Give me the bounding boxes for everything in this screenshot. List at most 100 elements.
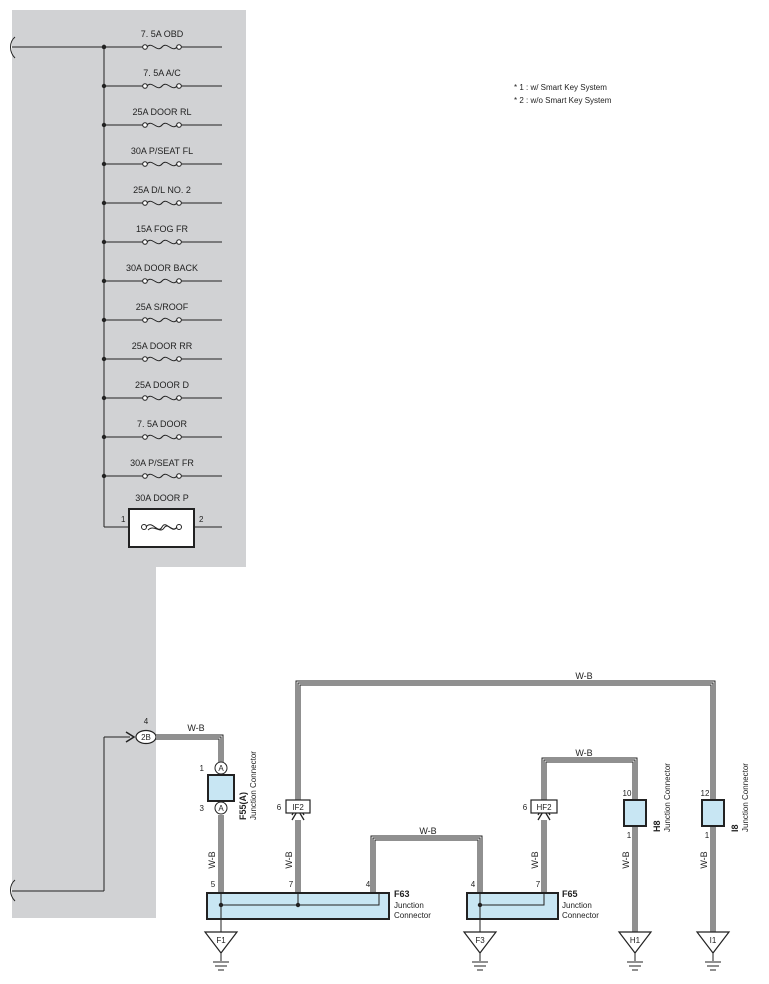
- f55-name: F55(A): [238, 792, 248, 820]
- f65-desc-2: Connector: [562, 911, 599, 920]
- note-no-smart-key: * 2 : w/o Smart Key System: [514, 96, 612, 105]
- wire-label-if2: W-B: [284, 851, 294, 868]
- f65-pin-7: 7: [536, 880, 541, 889]
- connector-i8: 12 1 I8 Junction Connector: [701, 763, 750, 840]
- wire-harness: [156, 680, 716, 935]
- i8-name: I8: [730, 824, 740, 832]
- fuse-label: 25A DOOR D: [135, 380, 190, 390]
- ground-i1-label: I1: [710, 936, 717, 945]
- ground-f3: F3: [462, 919, 498, 971]
- fuse-icon: [146, 122, 178, 128]
- f63-name: F63: [394, 889, 410, 899]
- h8-name: H8: [652, 820, 662, 832]
- wire-label-f55: W-B: [207, 851, 217, 868]
- ground-i1: I1: [695, 931, 731, 971]
- fuse-icon: [146, 395, 178, 401]
- fuse-list: 7. 5A OBD 7. 5A A/C 25A DOOR RL 30A P/SEAT …: [101, 29, 222, 480]
- connector-f55: A A 1 3 F55(A) Junction Connector: [200, 751, 258, 820]
- f65-name: F65: [562, 889, 578, 899]
- fuse-label: 7. 5A A/C: [143, 68, 181, 78]
- fuse-icon: [146, 317, 178, 323]
- fuse-label: 30A P/SEAT FR: [130, 458, 194, 468]
- fuse-icon: [146, 161, 178, 167]
- fuse-icon: [146, 200, 178, 206]
- wire-label-i8: W-B: [699, 851, 709, 868]
- fuse-label: 15A FOG FR: [136, 224, 189, 234]
- fuse-row: 25A DOOR RR: [101, 341, 222, 363]
- wire-label-hf2: W-B: [530, 851, 540, 868]
- connector-arrow-icon: [125, 731, 136, 743]
- wire-break-bottom: [10, 879, 16, 902]
- fuse-row: 30A P/SEAT FR: [101, 458, 222, 480]
- breaker-pin-in: 1: [121, 515, 126, 524]
- fuse-row: 7. 5A A/C: [101, 68, 222, 90]
- wire-label-top: W-B: [575, 671, 592, 681]
- f63-desc-1: Junction: [394, 901, 424, 910]
- fuse-label: 25A D/L NO. 2: [133, 185, 191, 195]
- ground-f3-icon: [462, 931, 498, 954]
- fuse-label: 25A DOOR RL: [132, 107, 191, 117]
- fuse-row: 25A DOOR D: [101, 380, 222, 402]
- fuse-icon: [146, 473, 178, 479]
- f63-pin-5: 5: [211, 880, 216, 889]
- wire-label-f63-f65: W-B: [419, 826, 436, 836]
- connector-2b-pin: 4: [144, 717, 149, 726]
- h8-desc: Junction Connector: [663, 763, 672, 832]
- f55-desc: Junction Connector: [249, 751, 258, 820]
- fuse-row: 30A DOOR BACK: [101, 263, 222, 285]
- fuse-label: 7. 5A DOOR: [137, 419, 188, 429]
- i8-pin-bottom: 1: [705, 831, 710, 840]
- connector-hf2: HF2 6: [523, 799, 558, 821]
- h8-pin-bottom: 1: [627, 831, 632, 840]
- fuse-row: 7. 5A DOOR: [101, 419, 222, 441]
- fuse-icon: [146, 278, 178, 284]
- fuse-icon: [146, 434, 178, 440]
- fuse-row: 25A D/L NO. 2: [101, 185, 222, 207]
- junction-block-panel: [12, 10, 246, 918]
- h8-pin-top: 10: [623, 789, 632, 798]
- ground-f1-icon: [203, 931, 239, 954]
- f55-pin-top: 1: [200, 764, 205, 773]
- fuse-label: 7. 5A OBD: [141, 29, 184, 39]
- f63-desc-2: Connector: [394, 911, 431, 920]
- f65-pin-4: 4: [471, 880, 476, 889]
- fuse-icon: [146, 239, 178, 245]
- ground-i1-icon: [695, 931, 731, 954]
- connector-if2: IF2 6: [277, 799, 311, 821]
- f55-letter-top: A: [218, 764, 224, 773]
- fuse-row: 30A P/SEAT FL: [101, 146, 222, 168]
- wire-label-2b: W-B: [187, 723, 204, 733]
- f55-pin-bottom: 3: [200, 804, 205, 813]
- ground-f1-label: F1: [216, 936, 226, 945]
- connector-f63: 5 7 4 F63 Junction Connector: [206, 880, 431, 920]
- f55-letter-bottom: A: [218, 804, 224, 813]
- f63-pin-7: 7: [289, 880, 294, 889]
- breaker-label: 30A DOOR P: [135, 493, 189, 503]
- ground-f1: F1: [203, 919, 239, 971]
- wire-label-hf2-h8: W-B: [575, 748, 592, 758]
- fuse-label: 30A DOOR BACK: [126, 263, 198, 273]
- fuse-row: 25A S/ROOF: [101, 302, 222, 324]
- i8-pin-top: 12: [701, 789, 710, 798]
- i8-desc: Junction Connector: [741, 763, 750, 832]
- connector-h8: 10 1 H8 Junction Connector: [623, 763, 672, 840]
- wire-label-h8: W-B: [621, 851, 631, 868]
- connector-f65: 4 7 F65 Junction Connector: [466, 880, 599, 920]
- wire-break-top: [10, 36, 16, 59]
- if2-id: IF2: [292, 803, 304, 812]
- breaker-pin-out: 2: [199, 515, 204, 524]
- f63-pin-4: 4: [366, 880, 371, 889]
- fuse-label: 25A DOOR RR: [132, 341, 193, 351]
- hf2-pin: 6: [523, 803, 528, 812]
- fuse-row: 15A FOG FR: [101, 224, 222, 246]
- fuse-label: 25A S/ROOF: [136, 302, 189, 312]
- fuse-icon: [146, 83, 178, 89]
- if2-pin: 6: [277, 803, 282, 812]
- fuse-icon: [146, 356, 178, 362]
- ground-h1-icon: [617, 931, 653, 954]
- connector-2b: 4 2B: [135, 717, 157, 745]
- fuse-label: 30A P/SEAT FL: [131, 146, 193, 156]
- hf2-id: HF2: [536, 803, 552, 812]
- connector-2b-id: 2B: [141, 733, 151, 742]
